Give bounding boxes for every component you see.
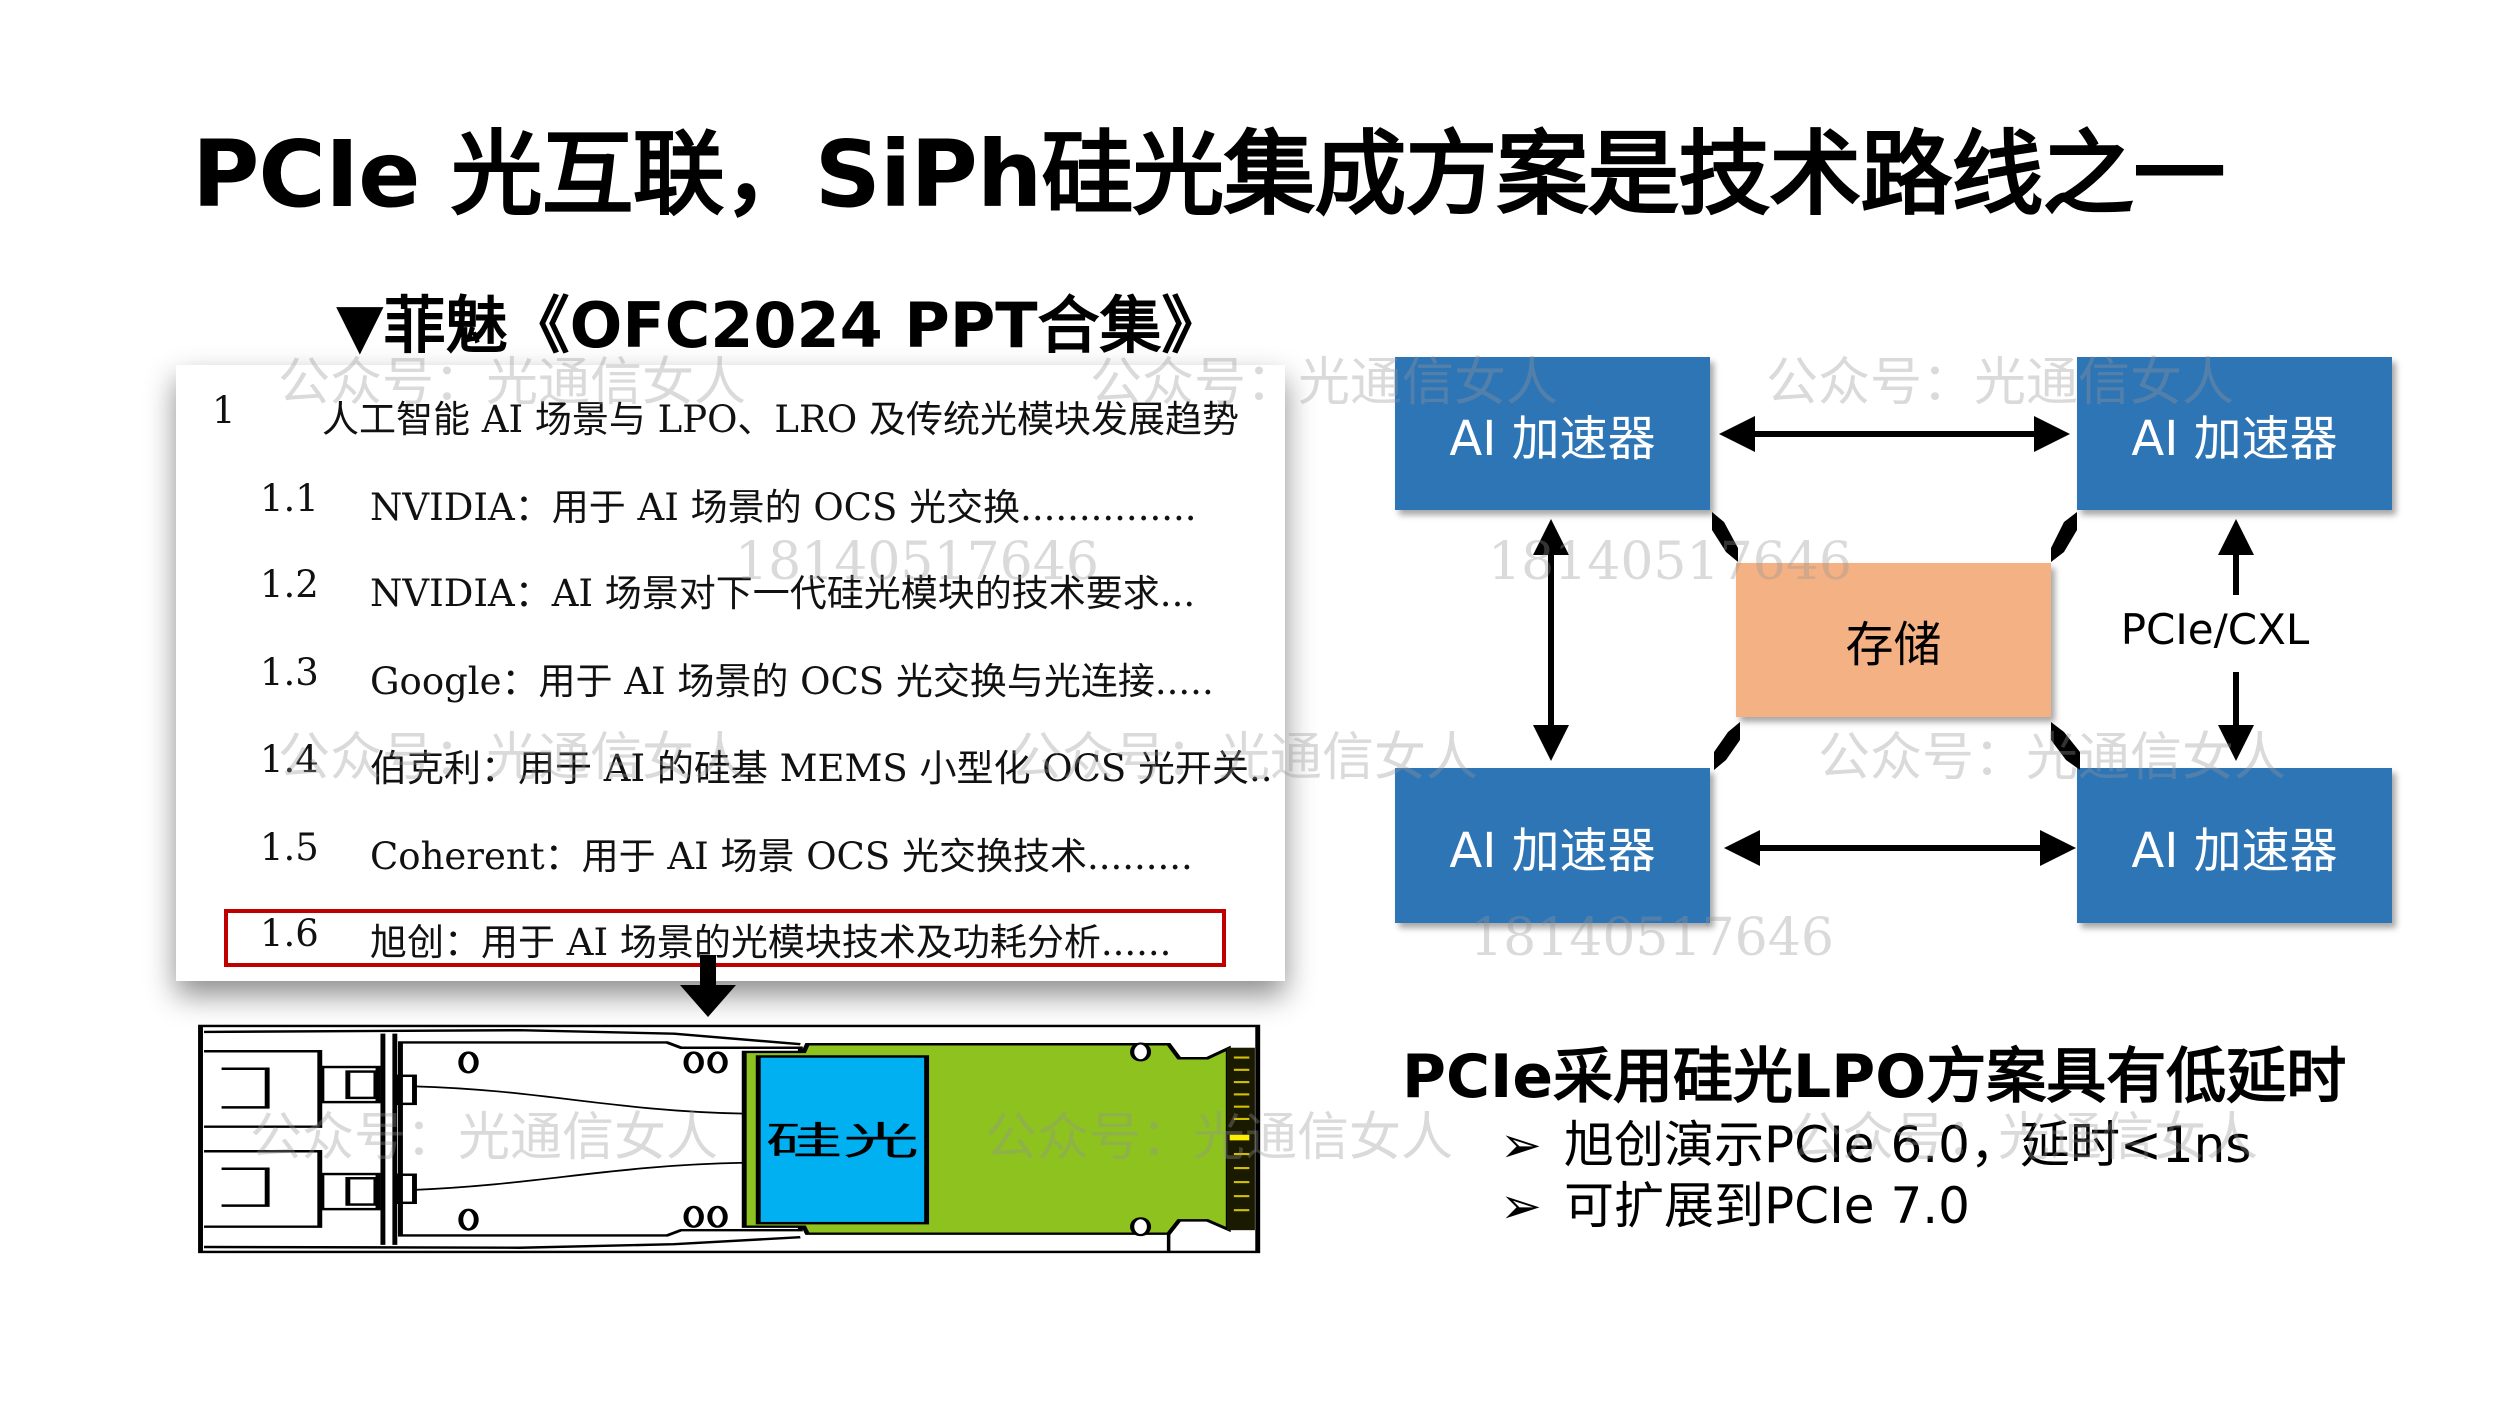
toc-number: 1 xyxy=(212,389,236,432)
ai-accelerator-bottom-right: AI 加速器 xyxy=(2077,768,2392,923)
toc-text: 旭创：用于 AI 场景的光模块技术及功耗分析...... xyxy=(370,921,1172,964)
toc-number: 1.5 xyxy=(260,826,319,869)
toc-text: NVIDIA：AI 场景对下一代硅光模块的技术要求... xyxy=(370,572,1196,615)
toc-text: Google：用于 AI 场景的 OCS 光交换与光连接..... xyxy=(370,660,1214,703)
down-arrow-icon xyxy=(680,955,736,1017)
chip-label: 硅光 xyxy=(765,1119,919,1164)
toc-text: 人工智能 AI 场景与 LPO、LRO 及传统光模块发展趋势 xyxy=(322,398,1239,441)
right-heading: PCIe采用硅光LPO方案具有低延时 xyxy=(1402,1042,2347,1112)
box-label: AI 加速器 xyxy=(1449,822,1656,879)
bullet-text: 可扩展到PCIe 7.0 xyxy=(1564,1177,1970,1235)
toc-number: 1.6 xyxy=(260,912,319,955)
ai-accelerator-top-right: AI 加速器 xyxy=(2077,357,2392,510)
arrow-bullet-icon: ➢ xyxy=(1500,1116,1542,1174)
toc-text: Coherent：用于 AI 场景 OCS 光交换技术......... xyxy=(370,835,1193,878)
toc-text: NVIDIA：用于 AI 场景的 OCS 光交换............... xyxy=(370,486,1197,529)
silicon-photonics-chip xyxy=(755,1055,930,1225)
ai-accelerator-top-left: AI 加速器 xyxy=(1395,357,1710,510)
link-label: PCIe/CXL xyxy=(2120,605,2310,654)
optical-module-drawing: 硅光 xyxy=(198,1024,1261,1254)
bullet-text: 旭创演示PCIe 6.0，延时<1ns xyxy=(1564,1116,2252,1174)
highlight-box xyxy=(224,909,1226,967)
toc-number: 1.4 xyxy=(260,738,319,781)
box-label: 存储 xyxy=(1845,617,1942,673)
slide-title: PCIe 光互联，SiPh硅光集成方案是技术路线之一 xyxy=(192,121,2225,228)
box-label: AI 加速器 xyxy=(2131,410,2338,467)
source-subtitle: ▼菲魅《OFC2024 PPT合集》 xyxy=(336,289,1224,362)
toc-text: 伯克利：用于 AI 的硅基 MEMS 小型化 OCS 光开关.. xyxy=(370,747,1273,790)
bullet-item: ➢ 可扩展到PCIe 7.0 xyxy=(1500,1166,1970,1238)
box-label: AI 加速器 xyxy=(2131,822,2338,879)
toc-number: 1.3 xyxy=(260,651,319,694)
arrow-bullet-icon: ➢ xyxy=(1500,1177,1542,1235)
storage-box: 存储 xyxy=(1736,563,2051,717)
toc-number: 1.2 xyxy=(260,563,319,606)
box-label: AI 加速器 xyxy=(1449,410,1656,467)
toc-number: 1.1 xyxy=(260,477,319,520)
bullet-item: ➢ 旭创演示PCIe 6.0，延时<1ns xyxy=(1500,1105,2251,1177)
ai-accelerator-bottom-left: AI 加速器 xyxy=(1395,768,1710,923)
